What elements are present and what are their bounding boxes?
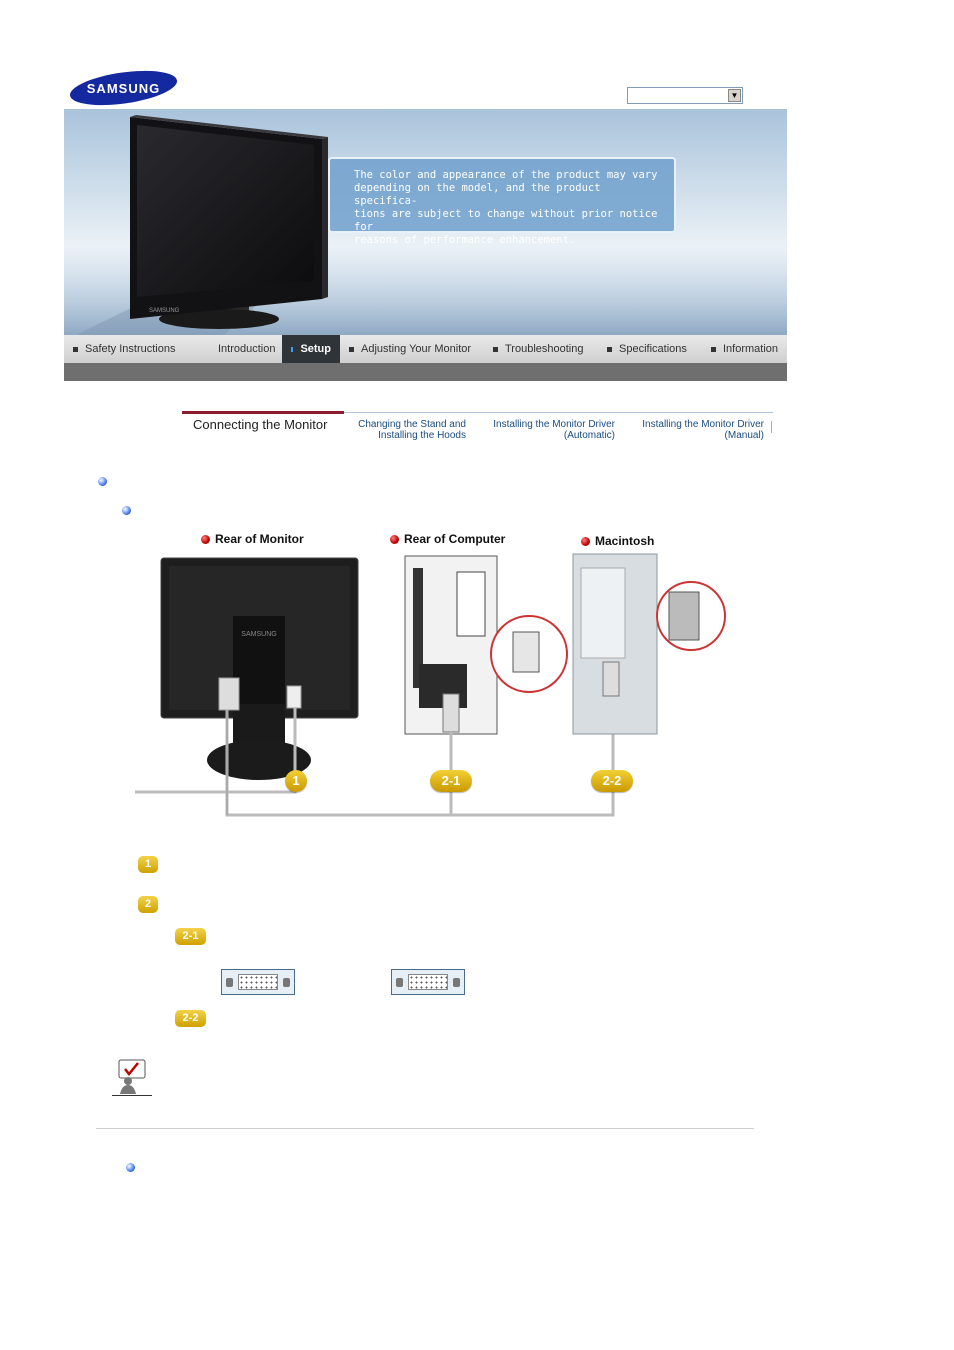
monitor-rear-logo: SAMSUNG: [241, 631, 276, 638]
nav-item-introduction[interactable]: Introduction: [202, 335, 282, 363]
badge-step-2-1: 2-1: [430, 770, 472, 792]
notice-line: tions are subject to change without prio…: [354, 208, 658, 233]
nav-bullet-icon: [291, 346, 294, 352]
tab-driver-manual[interactable]: Installing the Monitor Driver (Manual): [631, 419, 764, 441]
nav-item-label: Safety Instructions: [85, 343, 176, 355]
nav-bullet-icon: [73, 346, 78, 352]
label-rear-of-monitor: Rear of Monitor: [201, 532, 304, 546]
tab-label-line: (Manual): [724, 430, 764, 441]
tab-divider: [182, 412, 773, 413]
subsection-bullet-icon: [126, 1163, 135, 1172]
tab-connecting-the-monitor[interactable]: Connecting the Monitor: [193, 417, 328, 432]
nav-bullet-icon: [711, 346, 716, 352]
dvi-connector-icon: [221, 969, 295, 995]
nav-item-label: Troubleshooting: [505, 343, 584, 355]
tab-driver-automatic[interactable]: Installing the Monitor Driver (Automatic…: [482, 419, 615, 441]
tab-label-line: (Automatic): [563, 430, 615, 441]
red-bullet-icon: [201, 535, 210, 544]
nav-item-label: Adjusting Your Monitor: [361, 343, 472, 355]
chevron-down-icon[interactable]: ▼: [728, 89, 741, 102]
notice-line: reasons of performance enhancement.: [354, 234, 576, 246]
nav-item-label: Specifications: [619, 343, 687, 355]
section-divider: [96, 1128, 754, 1129]
tab-label-line: Changing the Stand and: [358, 419, 466, 430]
section-bullet-icon: [98, 477, 107, 486]
connection-diagram: Rear of Monitor Rear of Computer Macinto…: [135, 528, 735, 823]
tab-separator: [771, 421, 772, 433]
step-2-badge: 2: [138, 896, 158, 913]
red-bullet-icon: [581, 537, 590, 546]
nav-item-label: Setup: [300, 343, 331, 355]
nav-item-information[interactable]: Information: [702, 335, 787, 363]
nav-item-label: Information: [722, 343, 778, 355]
label-macintosh: Macintosh: [581, 534, 654, 548]
note-icon: [110, 1059, 154, 1097]
step-1-badge: 1: [138, 856, 158, 873]
hero-banner: SAMSUNG The color and appearance of the …: [64, 109, 787, 335]
main-nav: Safety Instructions Introduction Setup A…: [64, 335, 787, 363]
nav-underbar: [64, 363, 787, 381]
nav-item-adjusting-your-monitor[interactable]: Adjusting Your Monitor: [340, 335, 484, 363]
mac-tower-illustration: [572, 553, 726, 735]
notice-line: The color and appearance of the product …: [354, 169, 658, 181]
monitor-brand-mark: SAMSUNG: [149, 308, 180, 314]
tab-label-line: Installing the Hoods: [378, 430, 466, 441]
step-2-1-badge: 2-1: [175, 928, 206, 945]
dvi-connector-icon: [391, 969, 465, 995]
tab-label-line: Installing the Monitor Driver: [493, 419, 615, 430]
nav-item-specifications[interactable]: Specifications: [598, 335, 702, 363]
label-rear-of-computer: Rear of Computer: [390, 532, 505, 546]
tab-label-line: Installing the Monitor Driver: [642, 419, 764, 430]
setup-subtabs: Connecting the Monitor Changing the Stan…: [182, 411, 773, 445]
monitor-rear-illustration: SAMSUNG: [135, 557, 615, 817]
logo-text: SAMSUNG: [87, 81, 160, 96]
nav-item-troubleshooting[interactable]: Troubleshooting: [484, 335, 598, 363]
tab-changing-stand[interactable]: Changing the Stand and Installing the Ho…: [350, 419, 466, 441]
product-notice: The color and appearance of the product …: [328, 157, 676, 246]
badge-step-2-2: 2-2: [591, 770, 633, 792]
language-select[interactable]: ▼: [627, 87, 743, 104]
notice-line: depending on the model, and the product …: [354, 182, 601, 207]
red-bullet-icon: [390, 535, 399, 544]
active-tab-indicator: [182, 411, 344, 414]
step-2-2-badge: 2-2: [175, 1010, 206, 1027]
nav-bullet-icon: [349, 346, 354, 352]
nav-bullet-icon: [493, 346, 498, 352]
monitor-illustration: SAMSUNG: [64, 115, 787, 335]
nav-item-setup[interactable]: Setup: [282, 335, 340, 363]
badge-step-1: 1: [285, 770, 307, 792]
nav-bullet-icon: [607, 346, 612, 352]
samsung-logo[interactable]: SAMSUNG: [68, 68, 179, 108]
nav-item-safety-instructions[interactable]: Safety Instructions: [64, 335, 202, 363]
subsection-bullet-icon: [122, 506, 131, 515]
pc-tower-illustration: [404, 555, 568, 815]
nav-item-label: Introduction: [218, 343, 276, 355]
